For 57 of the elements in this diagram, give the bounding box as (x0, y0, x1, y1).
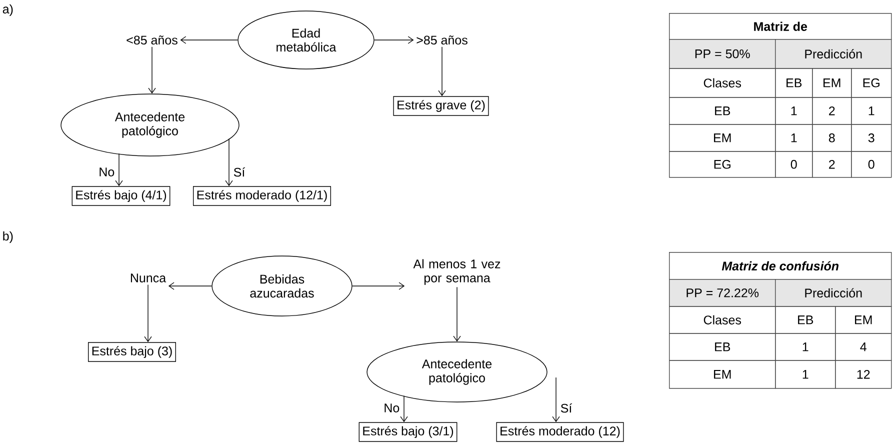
table-cell: Clases (669, 68, 776, 98)
panel-letter: b) (3, 231, 13, 243)
edge-label: No (384, 404, 400, 412)
table-cell: 8 (812, 124, 852, 152)
arrow (552, 377, 560, 422)
table-cell: EB (669, 333, 776, 361)
arrow (352, 282, 405, 290)
panel-letter: a) (2, 4, 13, 16)
table-header-cell: Predicción (775, 279, 892, 307)
leaf-box: Estrés moderado (12) (496, 422, 624, 442)
leaf-box: Estrés moderado (12/1) (193, 186, 332, 206)
table-cell: EB (775, 68, 813, 98)
table-cell: 1 (775, 124, 813, 152)
branch-label: <85 años (126, 35, 178, 45)
arrow (400, 395, 408, 422)
table-cell: 2 (812, 97, 852, 125)
arrow (180, 36, 238, 44)
table-cell: 0 (775, 151, 813, 178)
arrow (225, 138, 233, 186)
table-cell: 1 (775, 360, 836, 389)
table-cell: 1 (775, 97, 813, 125)
branch-label: Al menos 1 vez por semana (413, 259, 500, 285)
table-cell: 3 (851, 124, 892, 152)
table-cell: EM (835, 306, 892, 334)
arrow (168, 282, 212, 290)
table-cell: EM (669, 124, 776, 152)
edge-label: No (100, 168, 114, 176)
arrow (453, 286, 461, 342)
arrow (374, 36, 414, 44)
table-cell: EG (851, 68, 892, 98)
arrow (144, 284, 152, 342)
table-cell: 12 (835, 360, 892, 389)
table-cell: EB (669, 97, 776, 125)
edge-label: Sí (234, 167, 246, 177)
table-cell: EB (775, 306, 836, 334)
table-cell: EM (669, 360, 776, 389)
edge-label: Sí (560, 403, 572, 413)
table-header-cell: Predicción (775, 39, 892, 69)
table-cell: EG (669, 151, 776, 178)
arrow (115, 153, 123, 186)
table-cell: 4 (835, 333, 892, 361)
arrow (148, 46, 156, 94)
table-cell: 0 (851, 151, 892, 178)
leaf-box: Estrés bajo (3/1) (358, 422, 458, 442)
table-cell: 1 (851, 97, 892, 125)
table-header-cell: PP = 72.22% (669, 279, 776, 307)
table-cell: 2 (812, 151, 852, 178)
branch-label: >85 años (416, 35, 468, 45)
leaf-box: Estrés bajo (3) (88, 342, 176, 362)
leaf-box: Estrés bajo (4/1) (72, 186, 170, 206)
arrow (438, 46, 446, 96)
branch-label: Nunca (130, 274, 166, 282)
leaf-box: Estrés grave (2) (393, 96, 489, 116)
table-cell: EM (812, 68, 852, 98)
table-cell: Clases (669, 306, 776, 334)
table-header-cell: PP = 50% (669, 39, 776, 69)
table-cell: 1 (775, 333, 836, 361)
